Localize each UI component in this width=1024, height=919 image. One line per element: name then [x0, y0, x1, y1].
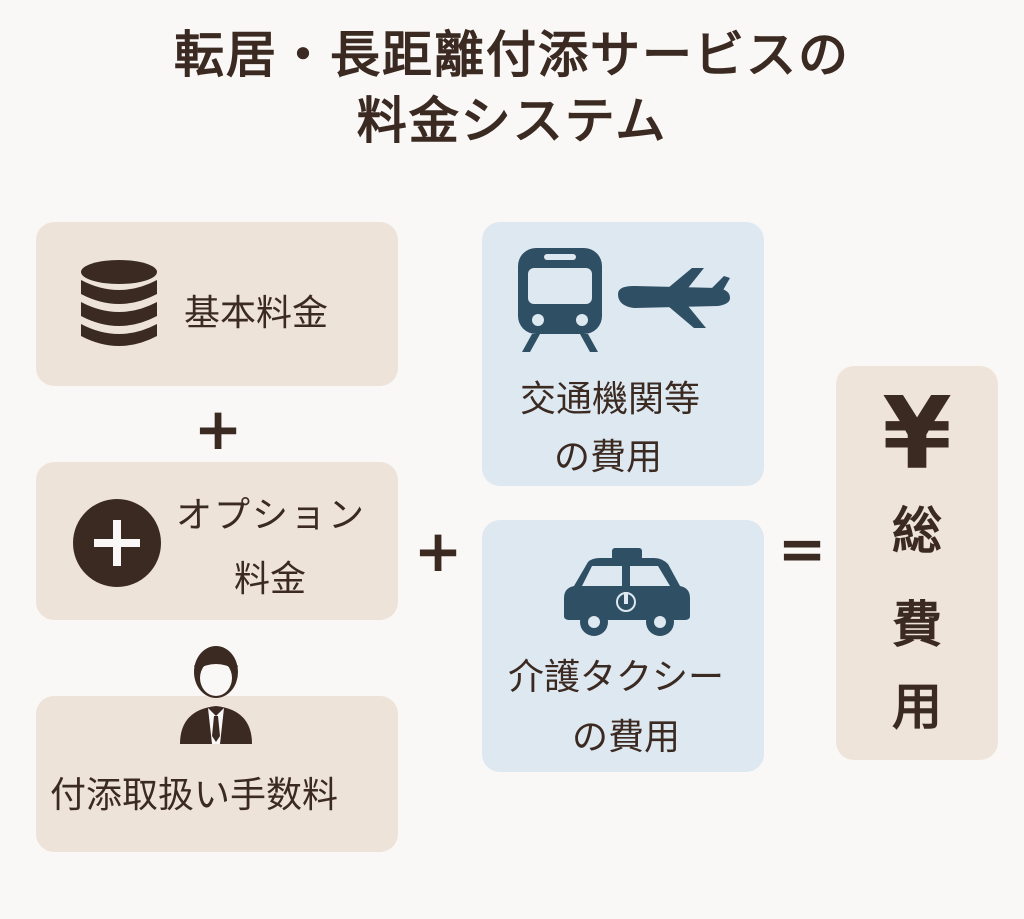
total-cost-box: ¥ 総 費 用 [836, 366, 998, 760]
basic-fee-label: 基本料金 [184, 293, 329, 334]
businessman-icon [180, 646, 252, 744]
care-taxi-cost-box: 介護タクシー の費用 [482, 520, 764, 772]
coin-stack-icon [81, 260, 157, 346]
plus-sign-middle: + [413, 517, 463, 585]
total-char-2: 費 [892, 596, 942, 654]
option-fee-box: オプション 料金 [36, 462, 398, 620]
equals-sign: = [777, 515, 827, 583]
taxi-icon [564, 548, 690, 636]
transport-cost-box: 交通機関等 の費用 [482, 222, 764, 486]
plus-circle-icon [73, 499, 161, 587]
plus-sign-vertical: + [193, 395, 243, 463]
care-taxi-cost-line-2: の費用 [572, 717, 681, 758]
option-fee-line-2: 料金 [234, 559, 307, 600]
title-line-1: 転居・長距離付添サービスの [174, 26, 850, 84]
handling-fee-label: 付添取扱い手数料 [50, 775, 339, 816]
page-title: 転居・長距離付添サービスの 料金システム [0, 22, 1024, 154]
option-fee-line-1: オプション [176, 495, 367, 536]
basic-fee-box: 基本料金 [36, 222, 398, 386]
care-taxi-cost-line-1: 介護タクシー [508, 657, 725, 698]
train-icon [518, 248, 602, 352]
title-line-2: 料金システム [356, 92, 668, 150]
total-char-3: 用 [892, 678, 942, 736]
airplane-icon [618, 268, 730, 328]
total-char-1: 総 [892, 502, 942, 560]
yen-sign: ¥ [882, 375, 952, 492]
transport-cost-line-2: の費用 [554, 437, 663, 478]
transport-cost-line-1: 交通機関等 [520, 379, 701, 420]
